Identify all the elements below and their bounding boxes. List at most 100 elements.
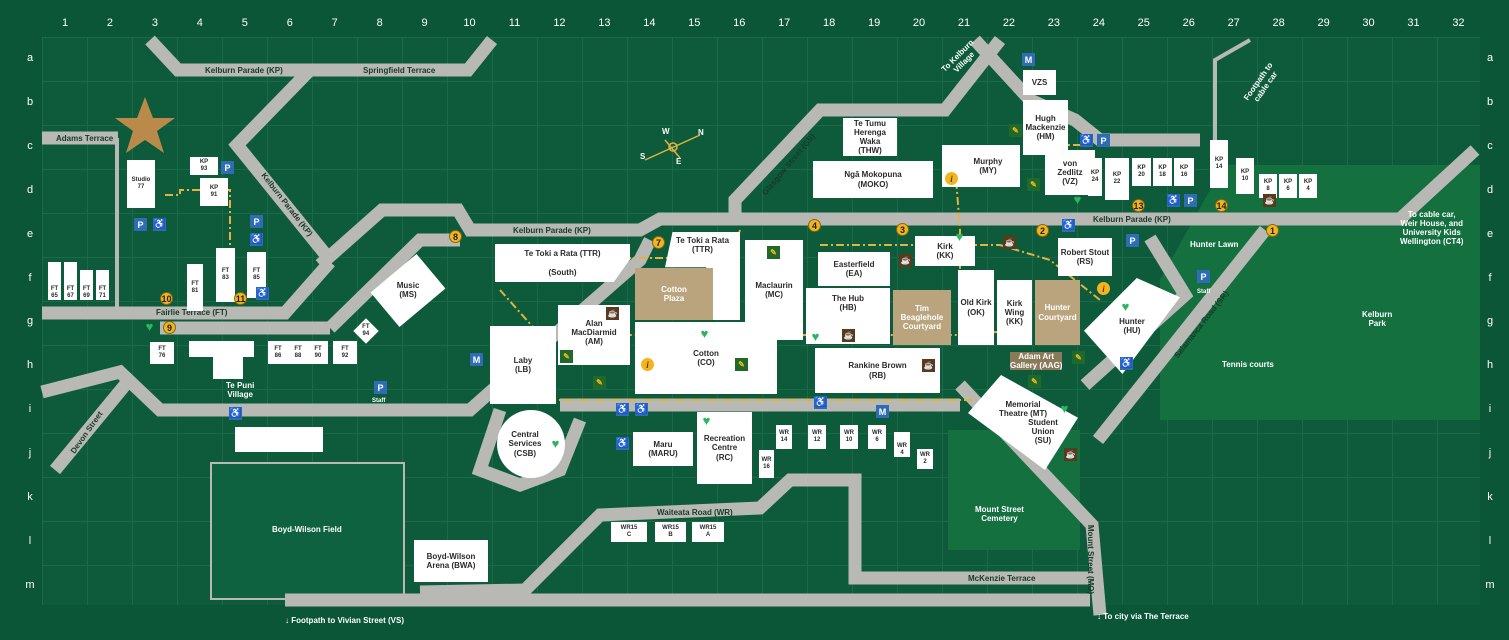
- building-kirk-wing[interactable]: Kirk Wing (KK): [997, 280, 1032, 345]
- building-wr15b[interactable]: WR15 B: [655, 522, 686, 542]
- marker-3[interactable]: 3: [896, 223, 909, 236]
- building-vzs[interactable]: VZS: [1023, 70, 1056, 95]
- building-wr14[interactable]: WR 14: [776, 425, 792, 449]
- marker-14[interactable]: 14: [1215, 199, 1228, 212]
- parking-icon[interactable]: P: [1126, 234, 1139, 247]
- building-laby[interactable]: Laby (LB): [490, 326, 556, 404]
- direction-cable-car[interactable]: To cable car, Weir House, and University…: [1400, 210, 1464, 246]
- building-kp6[interactable]: KP 6: [1279, 174, 1297, 198]
- marker-10[interactable]: 10: [160, 292, 173, 305]
- building-nga-mokopuna[interactable]: Ngā Mokopuna (MOKO): [813, 161, 933, 198]
- building-te-puni-stem[interactable]: [213, 357, 243, 379]
- building-adam-art-gallery[interactable]: Adam Art Gallery (AAG): [1010, 352, 1063, 370]
- hunter-courtyard[interactable]: Hunter Courtyard: [1035, 280, 1080, 345]
- building-kp24[interactable]: KP 24: [1088, 158, 1102, 196]
- building-rankine-brown[interactable]: Rankine Brown (RB): [815, 348, 940, 393]
- building-hugh-mackenzie[interactable]: Hugh Mackenzie (HM): [1023, 100, 1068, 155]
- accessible-parking-icon[interactable]: ♿: [256, 287, 269, 300]
- building-wr15a[interactable]: WR15 A: [692, 522, 724, 542]
- building-studio-77[interactable]: Studio 77: [127, 160, 155, 208]
- accessible-parking-icon[interactable]: ♿: [1080, 134, 1093, 147]
- building-kp18[interactable]: KP 18: [1153, 158, 1172, 186]
- direction-city[interactable]: ↓ To city via The Terrace: [1097, 612, 1189, 621]
- building-kirk[interactable]: Kirk (KK): [915, 236, 975, 266]
- building-wr10[interactable]: WR 10: [840, 425, 858, 449]
- marker-13[interactable]: 13: [1132, 199, 1145, 212]
- building-ft65[interactable]: FT 65: [48, 262, 61, 300]
- building-central-services[interactable]: Central Services (CSB): [497, 410, 565, 478]
- building-maru[interactable]: Maru (MARU): [633, 432, 693, 466]
- parking-icon[interactable]: P: [134, 218, 147, 231]
- grid-row-label: g: [1486, 315, 1494, 328]
- building-ft69[interactable]: FT 69: [80, 270, 93, 300]
- building-ft92[interactable]: FT 92: [333, 341, 357, 364]
- motorcycle-parking-icon[interactable]: M: [1022, 53, 1035, 66]
- building-wr15c[interactable]: WR15 C: [611, 522, 647, 542]
- parking-icon[interactable]: P: [374, 381, 387, 394]
- parking-icon[interactable]: P: [1197, 270, 1210, 283]
- building-ttr-south[interactable]: Te Toki a Rata (TTR)(South): [495, 244, 630, 282]
- parking-icon[interactable]: P: [1097, 134, 1110, 147]
- accessible-parking-icon[interactable]: ♿: [1120, 357, 1133, 370]
- building-kp4[interactable]: KP 4: [1299, 174, 1317, 198]
- building-kp91[interactable]: KP 91: [200, 178, 228, 206]
- building-wr4[interactable]: WR 4: [894, 432, 910, 457]
- accessible-parking-icon[interactable]: ♿: [250, 233, 263, 246]
- building-kp10[interactable]: KP 10: [1236, 158, 1254, 194]
- information-icon[interactable]: i: [641, 358, 654, 371]
- building-old-kirk[interactable]: Old Kirk (OK): [958, 270, 994, 345]
- building-ft76[interactable]: FT 76: [150, 342, 174, 364]
- building-wr16[interactable]: WR 16: [759, 450, 774, 478]
- accessible-parking-icon[interactable]: ♿: [616, 437, 629, 450]
- building-recreation-centre[interactable]: Recreation Centre (RC): [697, 412, 752, 484]
- marker-8[interactable]: 8: [449, 230, 462, 243]
- building-te-puni-south[interactable]: [235, 427, 323, 452]
- building-boyd-wilson-arena[interactable]: Boyd-Wilson Arena (BWA): [414, 540, 488, 582]
- building-ft85[interactable]: FT 85: [247, 252, 266, 298]
- building-kp93[interactable]: KP 93: [190, 157, 218, 175]
- parking-icon[interactable]: P: [1184, 194, 1197, 207]
- marker-11[interactable]: 11: [234, 292, 247, 305]
- tim-beaglehole-courtyard[interactable]: Tim Beaglehole Courtyard: [893, 290, 951, 345]
- accessible-parking-icon[interactable]: ♿: [814, 396, 827, 409]
- marker-9[interactable]: 9: [163, 321, 176, 334]
- building-kp22[interactable]: KP 22: [1105, 158, 1129, 200]
- marker-4[interactable]: 4: [808, 219, 821, 232]
- direction-vivian-street[interactable]: ↓ Footpath to Vivian Street (VS): [285, 616, 404, 625]
- building-kp20[interactable]: KP 20: [1132, 158, 1151, 186]
- accessible-parking-icon[interactable]: ♿: [616, 403, 629, 416]
- building-robert-stout[interactable]: Robert Stout (RS): [1058, 238, 1112, 276]
- accessible-parking-icon[interactable]: ♿: [229, 407, 242, 420]
- marker-2[interactable]: 2: [1036, 224, 1049, 237]
- building-easterfield[interactable]: Easterfield (EA): [818, 252, 890, 286]
- marker-1[interactable]: 1: [1266, 224, 1279, 237]
- building-ft71[interactable]: FT 71: [96, 270, 109, 300]
- parking-icon[interactable]: P: [250, 215, 263, 228]
- building-wr12[interactable]: WR 12: [808, 425, 826, 449]
- accessible-parking-icon[interactable]: ♿: [635, 403, 648, 416]
- building-cotton[interactable]: Cotton (CO): [635, 322, 777, 394]
- motorcycle-parking-icon[interactable]: M: [470, 353, 483, 366]
- building-von-zedlitz[interactable]: von Zedlitz (VZ): [1045, 150, 1095, 195]
- building-wr2[interactable]: WR 2: [917, 449, 933, 469]
- building-kp16[interactable]: KP 16: [1174, 158, 1194, 186]
- building-ft83[interactable]: FT 83: [216, 248, 235, 302]
- accessible-parking-icon[interactable]: ♿: [1167, 194, 1180, 207]
- building-kp14[interactable]: KP 14: [1210, 140, 1228, 188]
- motorcycle-parking-icon[interactable]: M: [876, 405, 889, 418]
- building-ft67[interactable]: FT 67: [64, 262, 77, 300]
- accessible-parking-icon[interactable]: ♿: [1062, 219, 1075, 232]
- cotton-plaza[interactable]: Cotton Plaza: [635, 268, 713, 320]
- information-icon[interactable]: i: [1097, 282, 1110, 295]
- building-te-puni-north[interactable]: [189, 341, 254, 357]
- information-icon[interactable]: i: [945, 172, 958, 185]
- grid-row-label: e: [26, 227, 34, 240]
- building-kp8[interactable]: KP 8: [1259, 174, 1277, 198]
- building-ft81[interactable]: FT 81: [187, 264, 203, 311]
- parking-icon[interactable]: P: [221, 161, 234, 174]
- building-wr6[interactable]: WR 6: [868, 425, 886, 449]
- accessible-parking-icon[interactable]: ♿: [153, 218, 166, 231]
- marker-7[interactable]: 7: [652, 236, 665, 249]
- building-te-tumu-herenga-waka[interactable]: Te Tumu Herenga Waka (THW): [843, 118, 897, 156]
